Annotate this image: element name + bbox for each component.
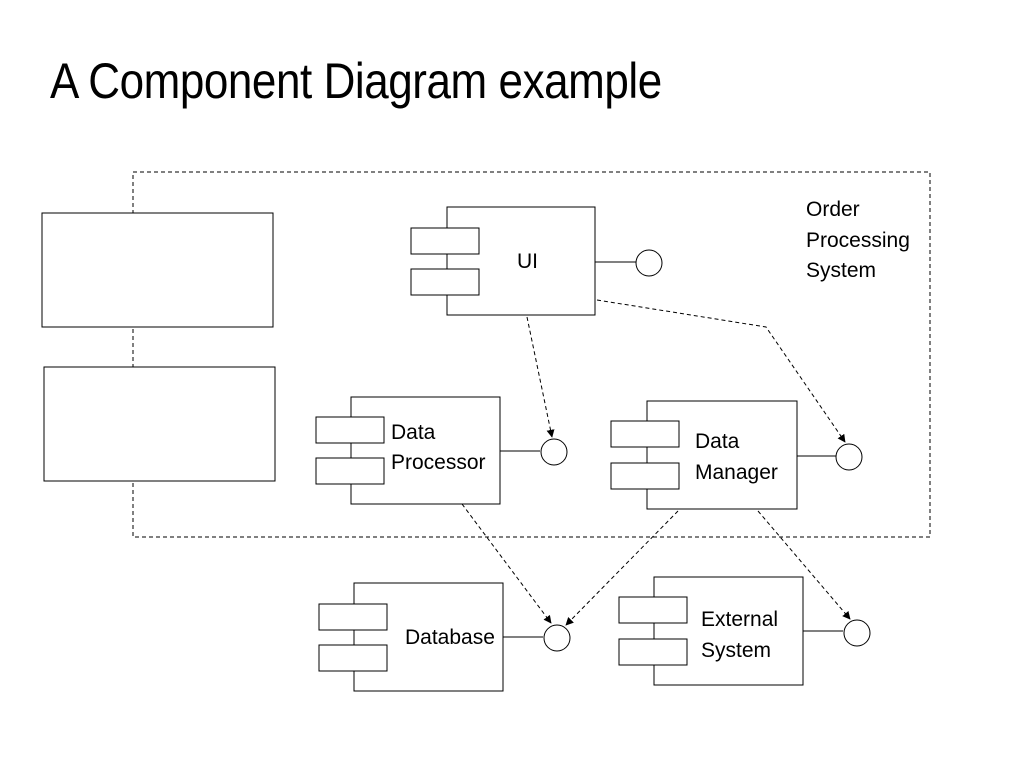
- component-data-processor-label: Data Processor: [391, 421, 486, 474]
- component-ui-port-bottom: [410, 268, 480, 296]
- component-ui: UI: [410, 206, 663, 316]
- component-ui-port-top: [410, 227, 480, 255]
- system-label-line-3: System: [806, 259, 876, 282]
- component-data-manager-label: Data Manager: [695, 430, 778, 484]
- dependency-data-processor-to-database: [461, 503, 552, 624]
- component-data-manager-port-bottom: [610, 462, 680, 490]
- component-data-processor-port-bottom: [315, 457, 385, 485]
- component-database-port-top: [318, 603, 388, 631]
- component-data-processor-label-line-2: Processor: [391, 451, 486, 474]
- component-ui-body: [446, 206, 596, 316]
- system-label-line-1: Order: [806, 198, 860, 221]
- component-external-system-port-bottom: [618, 638, 688, 666]
- component-database-label: Database: [405, 626, 495, 649]
- dependency-ui-to-data-processor: [526, 316, 555, 438]
- component-data-processor-label-line-1: Data: [391, 421, 436, 444]
- component-external-system-body: [653, 576, 804, 686]
- component-data-processor-body: [350, 396, 501, 505]
- dependency-data-manager-to-database: [565, 510, 679, 626]
- component-ui-label: UI: [517, 250, 538, 273]
- component-data-processor-port-top: [315, 416, 385, 444]
- component-data-manager-body: [646, 400, 798, 510]
- component-external-system-port-top: [618, 596, 688, 624]
- component-database-label-line-1: Database: [405, 626, 495, 649]
- component-ui-interface: [635, 249, 663, 277]
- component-data-manager-label-line-1: Data: [695, 430, 740, 453]
- blank-box-top: [41, 212, 274, 328]
- system-label-line-2: Processing: [806, 229, 910, 252]
- dependency-data-manager-to-external-system: [757, 510, 851, 620]
- blank-box-bottom: [43, 366, 276, 482]
- component-database-body: [353, 582, 504, 692]
- slide-title: A Component Diagram example: [50, 53, 662, 109]
- component-external-system-label-line-2: System: [701, 639, 771, 662]
- component-ui-label-line-1: UI: [517, 250, 538, 273]
- component-external-system: External System: [618, 576, 871, 686]
- component-data-processor: Data Processor: [315, 396, 568, 505]
- component-database: Database: [318, 582, 571, 692]
- dependency-ui-to-data-manager: [596, 299, 846, 443]
- component-data-manager-interface: [835, 443, 863, 471]
- component-data-manager: Data Manager: [610, 400, 863, 510]
- component-external-system-interface: [843, 619, 871, 647]
- component-data-manager-port-top: [610, 420, 680, 448]
- component-database-port-bottom: [318, 644, 388, 672]
- component-external-system-label: External System: [701, 608, 784, 662]
- component-external-system-label-line-1: External: [701, 608, 778, 631]
- component-data-processor-interface: [540, 438, 568, 466]
- component-data-manager-label-line-2: Manager: [695, 461, 778, 484]
- component-database-interface: [543, 624, 571, 652]
- system-boundary-label: Order Processing System: [806, 198, 916, 282]
